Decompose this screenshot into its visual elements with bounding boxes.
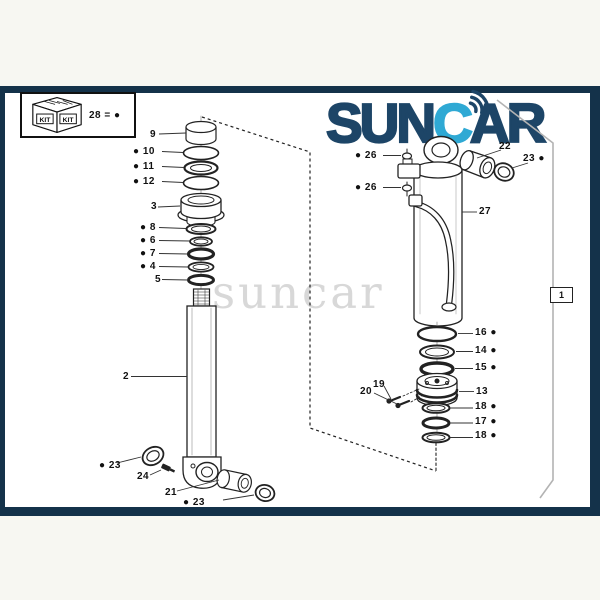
callout-8: ● 8: [140, 222, 156, 233]
callout-21: 21: [165, 487, 178, 498]
callout-13: 13: [476, 386, 489, 397]
callout-4: ● 4: [140, 261, 156, 272]
brand-logo: SUNCAR: [325, 94, 548, 151]
callout-6: ● 6: [140, 235, 156, 246]
kit-equation: 28 = ●: [89, 109, 121, 121]
kit-boxes-icon: KIT KIT: [32, 97, 82, 133]
callout-20: 20: [360, 386, 373, 397]
callout-7: ● 7: [140, 248, 156, 259]
logo-sun: SUN: [325, 92, 437, 154]
assembly-ref-box: 1: [550, 287, 573, 303]
callout-11: ● 11: [133, 161, 155, 172]
callout-1: 1: [558, 290, 564, 300]
callout-14: 14 ●: [475, 345, 497, 356]
callout-3: 3: [151, 201, 158, 212]
watermark: suncar: [212, 266, 385, 319]
callout-23c: 23 ●: [523, 153, 545, 164]
callout-9: 9: [150, 129, 157, 140]
callout-2: 2: [123, 371, 130, 382]
callout-5: 5: [155, 274, 162, 285]
frame-border: [0, 86, 600, 516]
callout-23b: ● 23: [183, 497, 205, 508]
callout-12: ● 12: [133, 176, 155, 187]
callout-18a: 18 ●: [475, 401, 497, 412]
callout-15: 15 ●: [475, 362, 497, 373]
callout-23a: ● 23: [99, 460, 121, 471]
callout-22: 22: [499, 141, 512, 152]
logo-signal-arcs-icon: [468, 89, 490, 114]
callout-19: 19: [373, 379, 386, 390]
callout-26b: ● 26: [355, 182, 377, 193]
callout-18b: 18 ●: [475, 430, 497, 441]
callout-26a: ● 26: [355, 150, 377, 161]
callout-24: 24: [137, 471, 150, 482]
callout-16: 16 ●: [475, 327, 497, 338]
kit-face2-label: KIT: [63, 117, 75, 124]
barrel-assembly: [386, 135, 515, 472]
kit-face1-label: KIT: [39, 117, 51, 124]
ref1-bracket-line: [496, 99, 554, 499]
rod-assembly: [141, 115, 276, 503]
callout-10: ● 10: [133, 146, 155, 157]
kit-legend-box: KIT KIT 28 = ●: [20, 92, 136, 138]
callout-17: 17 ●: [475, 416, 497, 427]
callout-27: 27: [479, 206, 492, 217]
assembly-dashed-path: [201, 116, 437, 472]
leader-lines: [116, 132, 529, 501]
